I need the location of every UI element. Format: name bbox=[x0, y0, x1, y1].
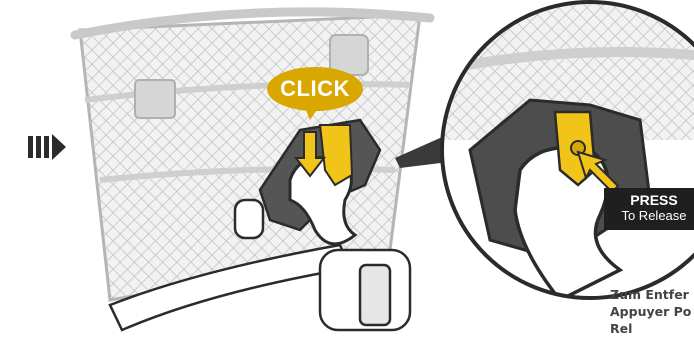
press-label: PRESS bbox=[604, 188, 694, 208]
press-release-box: PRESS To Release bbox=[604, 188, 694, 230]
caption-line: Zum Entfer bbox=[610, 286, 694, 303]
caption-line: Appuyer Po bbox=[610, 303, 694, 320]
multilingual-caption: Zum Entfer Appuyer Po Rel bbox=[610, 286, 694, 337]
triple-bar-arrow-icon bbox=[28, 134, 66, 160]
release-label: To Release bbox=[604, 208, 694, 224]
zoom-detail bbox=[440, 0, 694, 300]
click-label: CLICK bbox=[270, 72, 360, 106]
caption-line: Rel bbox=[610, 320, 694, 337]
